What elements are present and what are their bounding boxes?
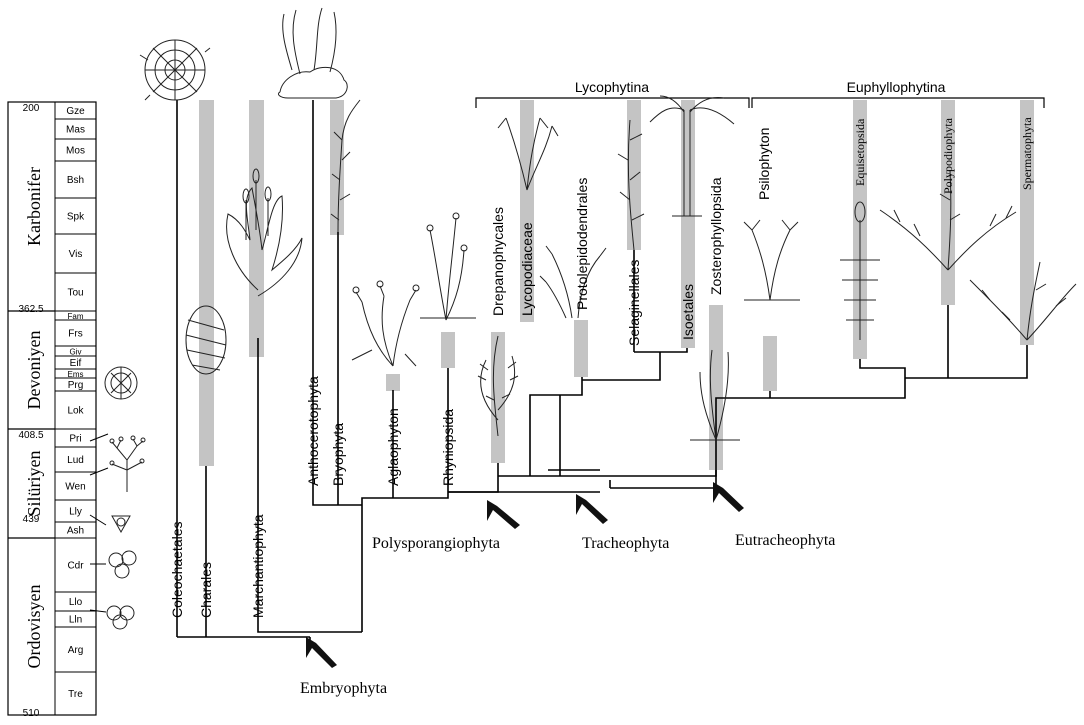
stage-label: Prg	[68, 380, 84, 391]
taxon-label-zosterophyllopsida: Zosterophyllopsida	[708, 177, 724, 295]
group-labels: Lycophytina Euphyllophytina	[575, 79, 946, 95]
age-label: 439	[23, 514, 40, 525]
taxon-label-isoetales: Isoetales	[680, 284, 696, 340]
age-label: 200	[23, 103, 40, 114]
taxon-label-coleochaetales: Coleochaetales	[169, 521, 185, 618]
clade-labels: Embryophyta Polysporangiophyta Tracheoph…	[300, 532, 835, 697]
period-label: Karbonifer	[24, 167, 44, 246]
taxon-label-lycopodiaceae: Lycopodiaceae	[519, 222, 535, 316]
taxon-label-aglaophyton: Aglaophyton	[385, 408, 401, 486]
microfossil-drawings	[90, 367, 145, 629]
stage-label: Llo	[69, 597, 83, 608]
stage-label: Ems	[68, 370, 84, 379]
stage-label: Cdr	[67, 561, 84, 572]
clade-arrows	[306, 482, 744, 668]
stage-label: Wen	[65, 482, 85, 493]
protolepidodendron-drawing	[540, 246, 606, 318]
stage-label: Vis	[69, 249, 83, 260]
psilophyton-drawing	[744, 220, 800, 300]
equisetum-drawing	[840, 202, 880, 340]
group-label-euphyllophytina: Euphyllophytina	[847, 79, 946, 95]
coleochaete-disc-drawing	[140, 40, 210, 100]
arrow-icon	[487, 500, 520, 529]
stage-label: Lok	[67, 406, 84, 417]
stage-label: Mos	[66, 146, 85, 157]
taxon-label-bryophyta: Bryophyta	[330, 423, 346, 486]
period-label: Ordovisyen	[24, 585, 44, 669]
clade-label-eutracheophyta: Eutracheophyta	[735, 532, 835, 549]
clade-label-polysporangiophyta: Polysporangiophyta	[372, 535, 500, 552]
group-label-lycophytina: Lycophytina	[575, 79, 649, 95]
stage-label: Giv	[70, 348, 82, 357]
arrow-icon	[306, 637, 337, 668]
age-label: 408.5	[18, 430, 43, 441]
branching-sporangia-icon	[110, 436, 145, 492]
period-label: Silüriyen	[24, 451, 44, 517]
taxon-label-drepanophycales: Drepanophycales	[490, 207, 506, 316]
stage-label: Ash	[67, 526, 84, 537]
spore-tetrad-small-icon	[107, 606, 134, 629]
taxon-label-polypodiophyta: Polypodiophyta	[941, 117, 955, 194]
stage-label: Tre	[68, 689, 83, 700]
stage-label: Fam	[68, 312, 84, 321]
trilete-spore-icon	[112, 516, 130, 532]
taxon-label-selaginellales: Selaginellales	[626, 260, 642, 346]
marchantia-drawing	[227, 169, 302, 296]
group-brackets	[476, 98, 1044, 108]
taxon-label-anthocerotophyta: Anthocerotophyta	[305, 376, 321, 486]
stage-label: Lud	[67, 455, 84, 466]
taxon-label-spermatophyta: Spermatophyta	[1020, 117, 1034, 190]
taxon-labels-serif: Equisetopsida Polypodiophyta Spermatophy…	[853, 117, 1034, 194]
taxon-label-psilophyton: Psilophyton	[756, 128, 772, 200]
anthoceros-drawing	[278, 8, 347, 98]
taxon-label-marchantiophyta: Marchantiophyta	[250, 514, 266, 618]
stage-column: GzeMasMosBshSpkVisTouFamFrsGivEifEmsPrgL…	[55, 106, 96, 715]
clade-label-embryophyta: Embryophyta	[300, 680, 387, 697]
plant-drawings	[140, 8, 1076, 440]
stage-label: Bsh	[67, 175, 84, 186]
spore-tetrad-icon	[105, 367, 137, 399]
stage-label: Lln	[69, 615, 82, 626]
taxon-label-equisetopsida: Equisetopsida	[853, 118, 867, 186]
taxon-label-rhyniopsida: Rhyniopsida	[440, 409, 456, 486]
stage-label: Frs	[68, 329, 82, 340]
rhynia-drawing	[420, 213, 476, 320]
spore-cluster-icon	[109, 551, 136, 578]
stage-label: Eif	[70, 358, 82, 369]
aglaophyton-drawing	[352, 281, 419, 366]
taxon-label-protolepidodendrales: Protolepidodendrales	[574, 178, 590, 310]
stage-label: Gze	[66, 106, 85, 117]
stage-label: Tou	[67, 288, 83, 299]
stage-label: Mas	[66, 125, 85, 136]
period-label: Devoniyen	[24, 331, 44, 410]
stage-label: Spk	[67, 212, 85, 223]
tree-lines	[177, 100, 1027, 648]
range-bars	[199, 100, 1034, 470]
taxon-label-charales: Charales	[198, 562, 214, 618]
clade-label-tracheophyta: Tracheophyta	[582, 535, 669, 552]
stage-label: Pri	[69, 434, 81, 445]
stage-label: Lly	[69, 507, 82, 518]
age-label: 362.5	[18, 304, 43, 315]
age-label: 510	[23, 708, 40, 719]
stage-label: Arg	[68, 645, 84, 656]
geologic-timescale: GzeMasMosBshSpkVisTouFamFrsGivEifEmsPrgL…	[8, 102, 96, 719]
arrow-icon	[713, 482, 744, 512]
arrow-icon	[576, 494, 608, 524]
